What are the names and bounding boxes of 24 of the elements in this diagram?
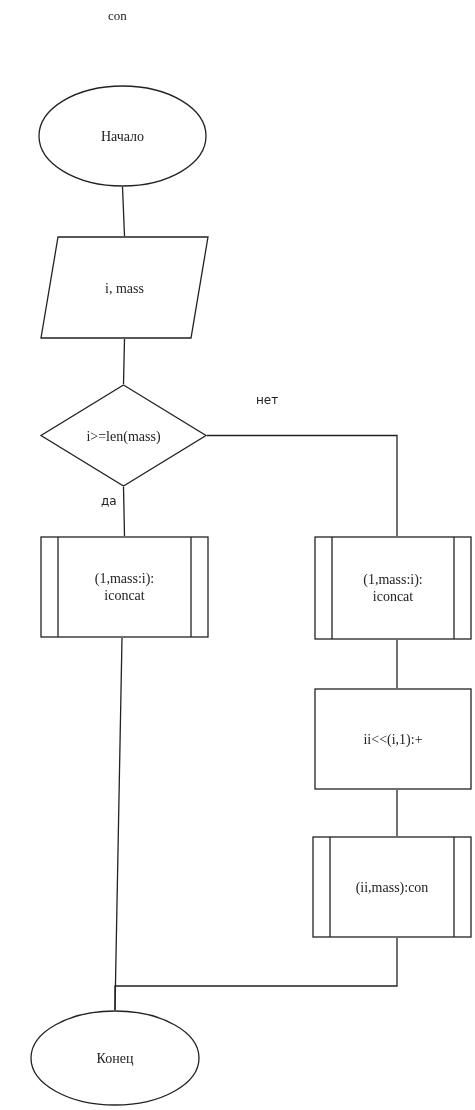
diagram-title: con bbox=[108, 8, 127, 24]
node-text: i, mass bbox=[104, 279, 145, 296]
connector-line bbox=[206, 434, 398, 537]
connector-line bbox=[114, 937, 398, 1011]
connector-line bbox=[396, 789, 398, 837]
subroutine-box bbox=[312, 836, 472, 938]
node-text: ii<<(i,1):+ bbox=[362, 730, 424, 748]
input-parallelogram bbox=[40, 236, 209, 339]
node-text: Начало bbox=[99, 127, 146, 145]
terminal-oval bbox=[38, 85, 207, 187]
connector-line bbox=[122, 486, 126, 537]
connector-line bbox=[396, 639, 398, 689]
connector-line bbox=[122, 338, 126, 385]
connector-line bbox=[121, 186, 126, 237]
node-text: i>=len(mass) bbox=[85, 427, 162, 444]
terminal-oval bbox=[30, 1010, 200, 1106]
subroutine-box bbox=[314, 536, 472, 640]
subroutine-box bbox=[40, 536, 209, 638]
decision-diamond bbox=[40, 384, 207, 487]
node-text: (1,mass:i): iconcat bbox=[362, 571, 424, 605]
node-text: (ii,mass):con bbox=[354, 878, 430, 896]
node-text: Конец bbox=[95, 1049, 135, 1067]
node-text: (1,mass:i): iconcat bbox=[93, 570, 156, 604]
process-box bbox=[314, 688, 472, 790]
